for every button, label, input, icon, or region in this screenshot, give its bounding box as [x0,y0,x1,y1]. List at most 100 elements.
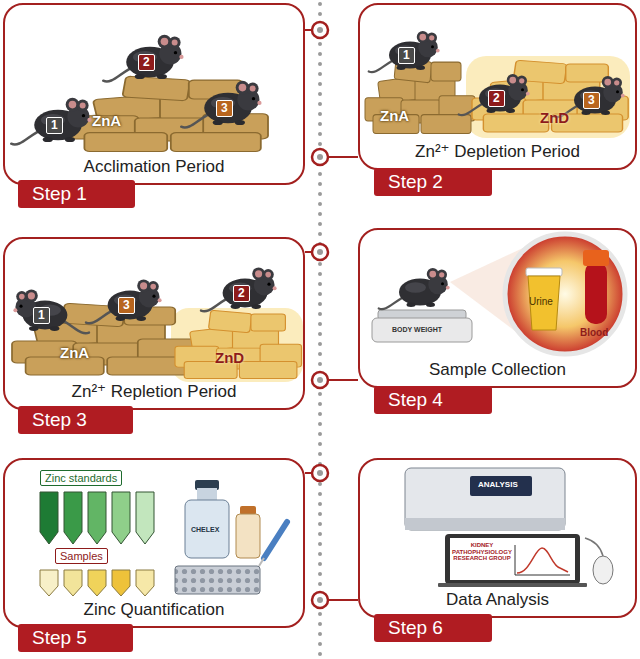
step-label: Step 2 [388,172,443,193]
illustration-part [236,514,260,558]
acclimation-scene [11,35,268,152]
illustration-part [405,468,565,530]
illustration-part [40,492,58,544]
panel-title: Acclimation Period [84,157,225,177]
diet-label: ZnA [60,345,89,362]
illustration-part [312,592,328,608]
illustration-part [136,492,154,544]
panel-title: Sample Collection [429,360,566,380]
illustration-part [70,76,268,151]
illustration-part [470,476,532,496]
illustration-part [438,583,587,587]
illustration-part [40,570,58,596]
step-tab: Step 4 [374,386,492,414]
diet-label: ZnA [92,113,121,130]
illustration-part [13,289,89,333]
step-label: Step 1 [32,184,87,205]
bottle-label: CHELEX [191,526,219,534]
sample-label: Blood [580,327,608,338]
step-label: Step 5 [32,628,87,649]
illustration-part [459,74,530,115]
illustration-part [103,35,183,82]
illustration-part [312,244,328,260]
callout-number: 1 [33,307,50,324]
timeline [305,4,358,656]
callout-number: 3 [216,100,233,117]
illustration-part [585,262,607,324]
illustration-part [88,492,106,544]
step-label: Step 6 [388,618,443,639]
screen-label: ANALYSIS [478,481,518,490]
scale-label: BODY WEIGHT [392,326,442,334]
illustration-part [472,60,628,132]
tube-label: Samples [55,548,108,564]
illustration-part [64,570,82,596]
step-panel: Acclimation Period [3,3,305,185]
illustration-part [259,558,264,566]
illustration-part [264,522,287,558]
callout-number: 3 [118,297,135,314]
illustration-part [312,149,328,165]
illustration-part [201,267,277,311]
callout-number: 2 [233,285,250,302]
illustration-part [317,154,323,160]
illustration-part [181,81,261,128]
callout-number: 1 [398,47,415,64]
callout-number: 2 [138,54,155,71]
illustration-part [328,156,358,158]
step-panel: Sample Collection [358,228,637,388]
step-label: Step 3 [32,410,87,431]
illustration-part [585,538,603,556]
illustration-part [317,377,323,383]
step-tab: Step 2 [374,168,492,196]
illustration-part [517,548,568,573]
step-panel: Zn²⁺ Depletion Period [358,3,637,170]
step-label: Step 4 [388,390,443,411]
illustration-part [328,379,358,381]
illustration-part [379,268,450,309]
diet-label: ZnD [540,110,569,127]
illustration-part [136,570,154,596]
illustration-part [369,31,440,72]
step-tab: Step 3 [18,406,133,434]
illustration-part [317,249,323,255]
depletion-scene [365,31,630,138]
illustration-part [466,56,630,138]
illustration-part [528,276,560,330]
illustration-part [11,98,91,145]
illustration-part [185,500,229,558]
illustration-part [312,372,328,388]
panel-title: Data Analysis [446,590,549,610]
illustration-part [317,470,323,476]
logo-text: KIDNEY PATHOPHYSIOLOGY RESEARCH GROUP [452,542,512,562]
panel-title: Zn²⁺ Depletion Period [415,142,580,162]
illustration-part [317,597,323,603]
panel-title: Zinc Quantification [84,600,225,620]
illustration-part [515,545,570,575]
illustration-part [317,27,323,33]
illustration-part [583,250,609,266]
illustration-part [328,599,358,601]
callout-number: 3 [583,92,600,109]
step-tab: Step 1 [18,180,135,208]
panel-title: Zn²⁺ Repletion Period [72,382,237,402]
illustration-part [505,234,625,354]
diet-label: ZnA [380,108,409,125]
illustration-part [318,4,322,656]
illustration-part [64,492,82,544]
callout-number: 1 [46,117,63,134]
illustration-part [312,22,328,38]
illustration-part [88,570,106,596]
illustration-part [593,556,613,584]
illustration-part [405,518,565,530]
illustration-part [175,566,260,594]
data-analysis-scene [405,468,613,587]
illustration-part [312,465,328,481]
sample-label: Urine [529,296,553,307]
zinc-quantification-scene [40,480,287,596]
step-tab: Step 6 [374,614,492,642]
illustration-part [112,492,130,544]
sample-collection-scene [372,234,625,354]
illustration-part [450,538,575,580]
